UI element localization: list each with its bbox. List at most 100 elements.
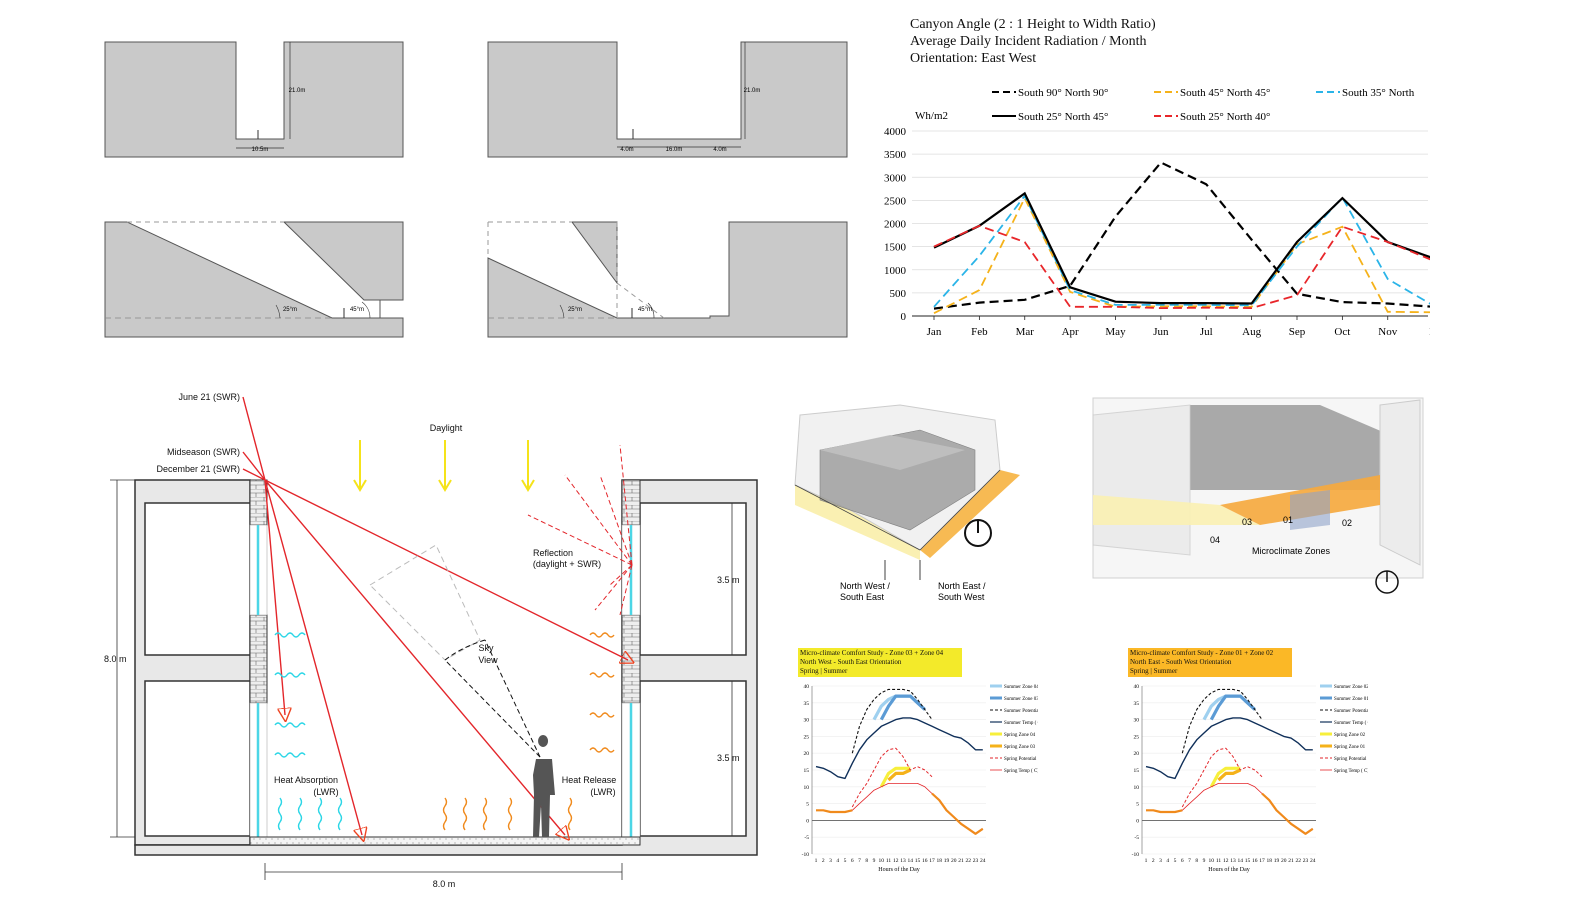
x-tick-label: 19: [1274, 858, 1280, 864]
zone-label-ne: North East /: [938, 581, 986, 591]
sky-view-cone: [369, 544, 541, 758]
chart-legend: South 90° North 90°South 45° North 45°So…: [992, 87, 1415, 123]
x-tick-label: 2: [1152, 858, 1155, 864]
x-tick-label: Apr: [1062, 326, 1079, 338]
y-tick-label: 15: [1134, 768, 1140, 774]
y-tick-label: 5: [806, 802, 809, 808]
y-tick-label: 1000: [884, 265, 907, 277]
x-axis-label: Hours of the Day: [878, 866, 920, 873]
series-line: [1209, 694, 1256, 721]
header-line: Spring | Summer: [1130, 667, 1178, 675]
section-bottom-left: 25°m 45°m: [104, 221, 404, 338]
y-tick-label: 1500: [884, 242, 907, 254]
y-tick-label: 3000: [884, 172, 907, 184]
dec21-label: December 21 (SWR): [156, 464, 240, 474]
x-tick-label: 1: [1145, 858, 1148, 864]
y-tick-label: 10: [804, 785, 810, 791]
y-tick-label: 500: [890, 288, 907, 300]
june21-label: June 21 (SWR): [178, 392, 240, 402]
x-tick-label: 19: [944, 858, 950, 864]
legend-label: Spring Zone 02: [1334, 733, 1366, 738]
y-tick-label: -10: [1132, 852, 1140, 858]
series-line: [816, 783, 984, 835]
x-tick-label: 11: [886, 858, 892, 864]
series-line: [879, 694, 926, 721]
y-tick-label: 30: [1134, 718, 1140, 724]
zone-01-label: 01: [1283, 515, 1293, 525]
legend-label: Summer Potential: [1004, 709, 1038, 714]
angle-2-label: 45°m: [350, 307, 364, 313]
zone-3d-view-left: North West / South East North East / Sou…: [794, 404, 1020, 602]
sun-rays: [242, 396, 628, 835]
x-axis-label: Hours of the Day: [1208, 866, 1250, 873]
floor-upper-label: 3.5 m: [717, 575, 740, 585]
chart-grid: [912, 130, 1428, 320]
heat-release-label-2: (LWR): [590, 787, 615, 797]
height-label: 21.0m: [744, 88, 761, 94]
y-tick-label: 30: [804, 718, 810, 724]
x-tick-label: 4: [836, 858, 839, 864]
view-label: View: [478, 655, 498, 665]
legend-label: Summer Zone 01: [1334, 697, 1368, 702]
zone-02-label: 02: [1342, 518, 1352, 528]
x-tick-label: 22: [966, 858, 972, 864]
header-line: Spring | Summer: [800, 667, 848, 675]
legend-label: Summer Zone 02: [1334, 685, 1368, 690]
y-axis-label: Wh/m2: [915, 110, 948, 122]
x-tick-label: 12: [893, 858, 899, 864]
daylight-label: Daylight: [430, 423, 463, 433]
comfort-chart-zone-01-02: Micro-climate Comfort Study - Zone 01 + …: [1128, 648, 1368, 894]
x-tick-label: D: [1429, 326, 1430, 338]
width-label: 10.5m: [252, 147, 269, 153]
angle-1-label: 25°m: [283, 307, 297, 313]
x-tick-label: 11: [1216, 858, 1222, 864]
series-line: [815, 717, 983, 780]
legend-label: Summer Potential: [1334, 709, 1368, 714]
angle-2-label: 45°m: [638, 307, 652, 313]
x-tick-label: 13: [900, 858, 906, 864]
x-tick-label: 7: [858, 858, 861, 864]
microclimate-zones-title: Microclimate Zones: [1252, 546, 1331, 556]
legend-label: South 25° North 40°: [1180, 111, 1270, 123]
x-tick-label: 15: [1245, 858, 1251, 864]
x-tick-label: May: [1105, 326, 1126, 338]
x-tick-label: 24: [980, 858, 986, 864]
legend-label: Spring Potential: [1334, 757, 1367, 762]
y-tick-label: 25: [804, 734, 810, 740]
y-tick-label: 5: [1136, 802, 1139, 808]
title-line-2: Average Daily Incident Radiation / Month: [910, 34, 1147, 49]
offset-right-label: 4.0m: [713, 147, 726, 153]
series-line: [933, 194, 1430, 308]
right-building: [134, 479, 758, 856]
x-tick-label: 18: [937, 858, 943, 864]
legend-label: Spring Temp ( C): [1334, 769, 1368, 774]
series-line: [1146, 792, 1314, 835]
x-tick-label: 22: [1296, 858, 1302, 864]
width-label: 16.0m: [666, 147, 683, 153]
x-tick-label: Jul: [1200, 326, 1213, 338]
series-line: [1146, 783, 1314, 835]
header-line: Micro-climate Comfort Study - Zone 03 + …: [800, 649, 944, 657]
street-section-diagram: June 21 (SWR) Midseason (SWR) December 2…: [104, 392, 758, 889]
legend-label: Summer Temp ( C): [1334, 721, 1368, 726]
width-total-label: 8.0 m: [433, 879, 456, 889]
title-line-1: Canyon Angle (2 : 1 Height to Width Rati…: [910, 17, 1156, 32]
x-tick-label: 17: [1259, 858, 1265, 864]
legend-label: South 90° North 90°: [1018, 87, 1108, 99]
x-tick-label: 18: [1267, 858, 1273, 864]
x-tick-label: 16: [1252, 858, 1258, 864]
legend-label: Summer Zone 03: [1004, 697, 1038, 702]
sky-label: Sky: [478, 643, 494, 653]
x-tick-label: 9: [1203, 858, 1206, 864]
y-tick-label: 35: [1134, 701, 1140, 707]
series-line: [851, 688, 933, 754]
x-tick-label: 14: [1238, 858, 1244, 864]
left-building: [134, 479, 268, 846]
title-line-3: Orientation: East West: [910, 51, 1037, 66]
series-line: [1145, 717, 1313, 780]
y-tick-label: 40: [1134, 684, 1140, 690]
offset-left-label: 4.0m: [620, 147, 633, 153]
zone-label-se: South East: [840, 592, 885, 602]
comfort-chart-header: Micro-climate Comfort Study - Zone 03 + …: [798, 648, 962, 677]
